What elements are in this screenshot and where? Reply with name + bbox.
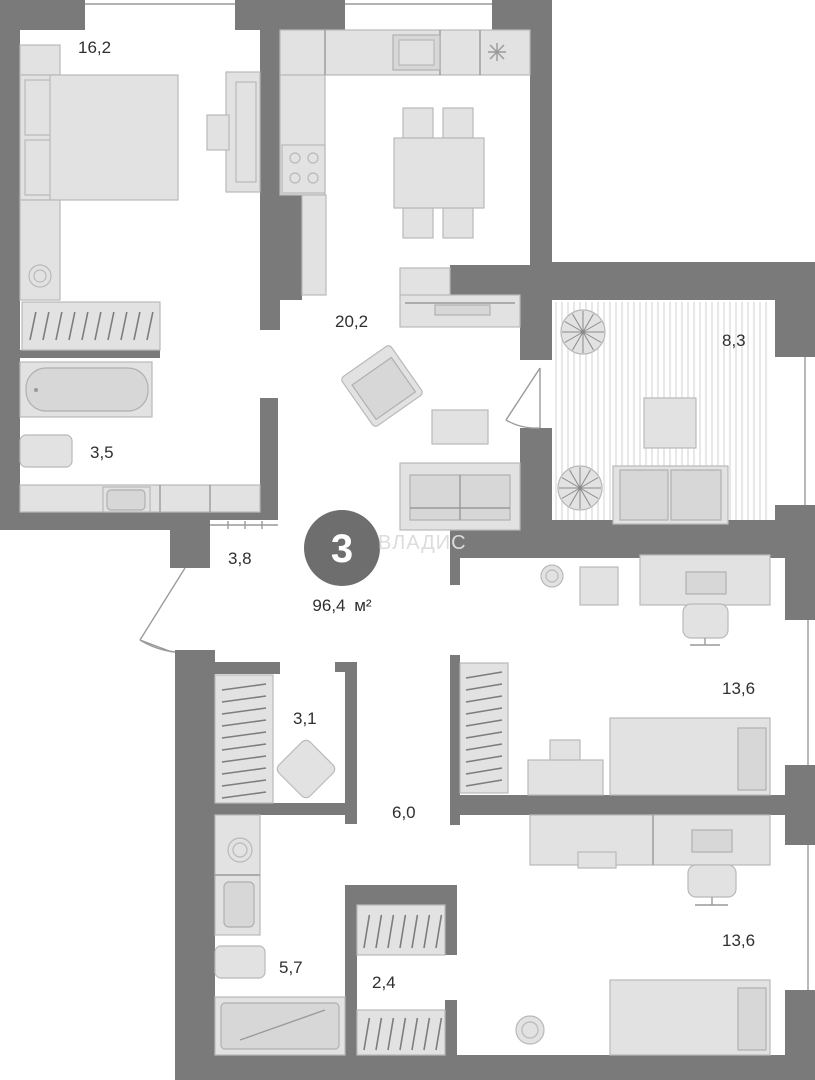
storage-hangers — [363, 914, 443, 1051]
rooms-count-badge: 3 — [304, 510, 380, 586]
left-bedroom-furniture — [19, 44, 261, 351]
balcony-furniture — [557, 309, 729, 525]
area-bathroom-top: 3,5 — [90, 443, 114, 462]
total-area: 96,4 м² — [312, 596, 372, 615]
area-bedroom-bottom: 13,6 — [722, 931, 755, 950]
plant-leaves — [559, 311, 604, 509]
middle-wardrobe-hangers — [465, 671, 503, 787]
wardrobe-hangers — [221, 683, 267, 799]
bathroom-top-fixtures — [19, 361, 261, 513]
entry-closet-shelf — [210, 521, 278, 529]
entry-door — [139, 567, 186, 653]
area-wardrobe: 3,1 — [293, 709, 317, 728]
area-storage: 2,4 — [372, 973, 396, 992]
bottom-bedroom-furniture — [515, 814, 771, 1056]
storage-furniture — [356, 904, 446, 1056]
area-bathroom-bottom: 5,7 — [279, 958, 303, 977]
rooms-count: 3 — [331, 527, 353, 571]
bathroom-bottom-fixtures — [214, 814, 346, 1056]
area-hallway: 6,0 — [392, 803, 416, 822]
kitchen-furniture — [279, 29, 531, 531]
area-balcony: 8,3 — [722, 331, 746, 350]
middle-bedroom-furniture — [459, 554, 771, 796]
area-bedroom-middle: 13,6 — [722, 679, 755, 698]
area-entry-closet: 3,8 — [228, 549, 252, 568]
area-bedroom-left: 16,2 — [78, 38, 111, 57]
windows — [85, 3, 809, 990]
balcony-door — [505, 367, 541, 429]
total-area-unit: м² — [354, 596, 372, 615]
total-area-number: 96,4 — [312, 596, 345, 615]
brand-watermark: ВЛАДИС — [378, 532, 467, 554]
area-kitchen-living: 20,2 — [335, 312, 368, 331]
left-wardrobe-hangers — [29, 311, 154, 341]
